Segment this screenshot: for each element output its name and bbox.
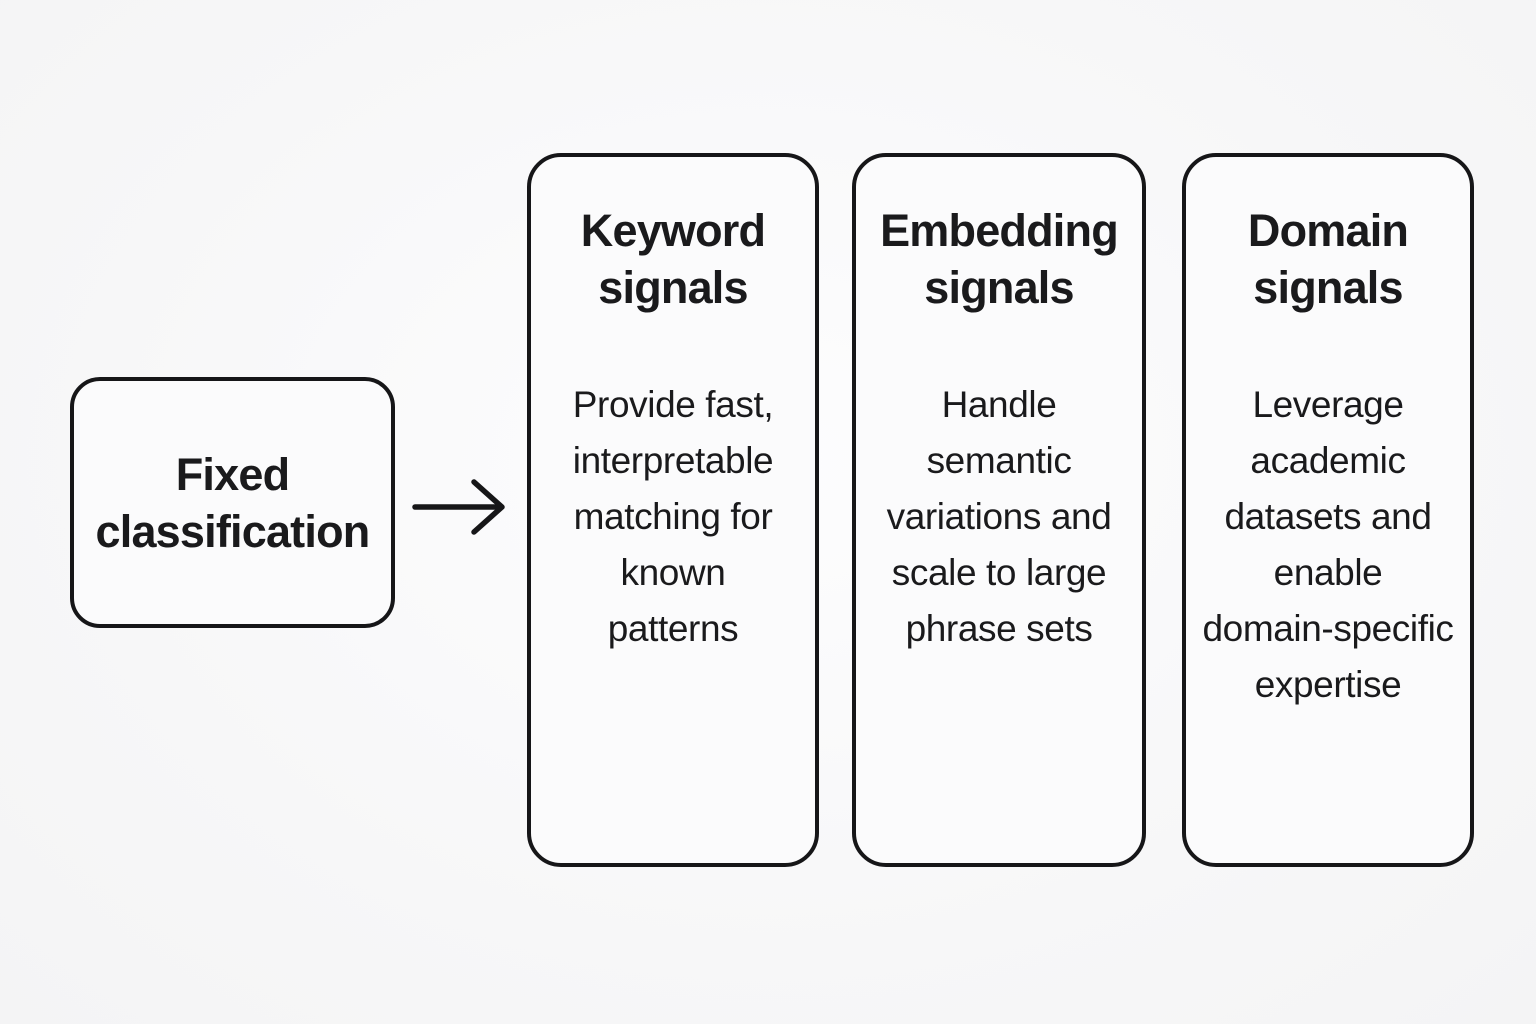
card-domain-signals: Domain signals Leverage academic dataset… — [1182, 153, 1474, 867]
source-box-fixed-classification: Fixed classification — [70, 377, 395, 628]
card-keyword-signals-body: Provide fast, interpretable matching for… — [572, 384, 774, 649]
card-keyword-signals: Keyword signals Provide fast, interpreta… — [527, 153, 819, 867]
card-embedding-signals-body: Handle semantic variations and scale to … — [886, 384, 1112, 649]
arrow-right-icon — [412, 479, 505, 535]
card-domain-signals-title: Domain signals — [1247, 205, 1409, 313]
card-embedding-signals: Embedding signals Handle semantic variat… — [852, 153, 1146, 867]
source-box-label: Fixed classification — [95, 448, 371, 557]
card-embedding-signals-title: Embedding signals — [880, 205, 1119, 313]
card-keyword-signals-title: Keyword signals — [580, 205, 766, 313]
card-domain-signals-body: Leverage academic datasets and enable do… — [1202, 384, 1454, 705]
